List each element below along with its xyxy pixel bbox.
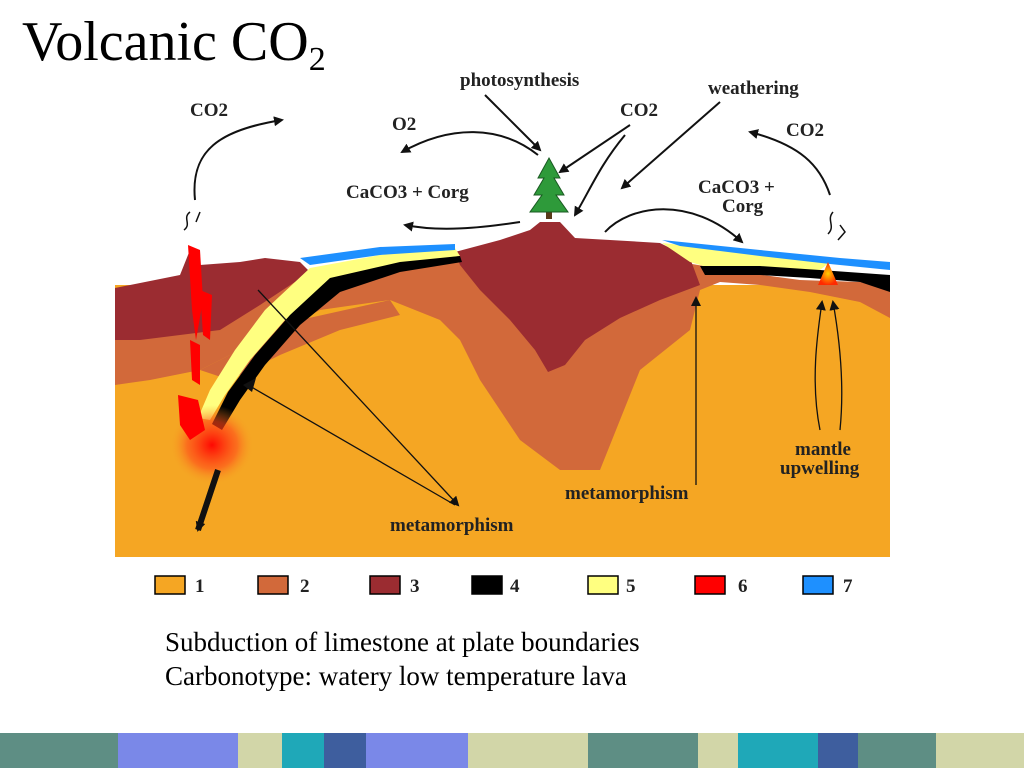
legend-swatch-7 xyxy=(802,575,834,595)
footer-color-bar xyxy=(0,733,1024,768)
footer-segment xyxy=(738,733,818,768)
legend-swatch-4 xyxy=(471,575,503,595)
title-subscript: 2 xyxy=(308,41,326,78)
layer-5-right xyxy=(662,243,830,270)
footer-segment xyxy=(858,733,936,768)
footer-segment xyxy=(282,733,324,768)
legend-swatch-5 xyxy=(587,575,619,595)
label-caco3-right-1: CaCO3 + xyxy=(698,177,775,198)
footer-segment xyxy=(366,733,468,768)
label-weathering: weathering xyxy=(708,78,799,99)
footer-segment xyxy=(818,733,858,768)
footer-segment xyxy=(936,733,1024,768)
footer-segment xyxy=(118,733,238,768)
legend: 1 2 3 4 5 6 7 xyxy=(154,575,853,597)
label-photosynthesis: photosynthesis xyxy=(460,70,579,91)
layer-4-right xyxy=(700,266,890,292)
label-mantle: mantle xyxy=(795,439,851,460)
layer-3-center xyxy=(455,222,700,372)
slide-title: Volcanic CO2 xyxy=(22,14,326,77)
legend-label-4: 4 xyxy=(510,576,520,597)
label-o2: O2 xyxy=(392,114,416,135)
caption-line: Subduction of limestone at plate boundar… xyxy=(165,627,640,657)
legend-swatch-6 xyxy=(694,575,726,595)
footer-segment xyxy=(468,733,588,768)
legend-swatch-3 xyxy=(369,575,401,595)
footer-segment xyxy=(324,733,366,768)
legend-label-1: 1 xyxy=(195,576,205,597)
label-co2-right: CO2 xyxy=(786,120,824,141)
label-metamorphism-center: metamorphism xyxy=(565,483,689,504)
label-upwelling: upwelling xyxy=(780,458,860,479)
title-main: Volcanic CO xyxy=(22,11,309,73)
layer-6-magma xyxy=(188,245,203,340)
caption-line: Carbonotype: watery low temperature lava xyxy=(165,661,627,691)
slide-caption: Subduction of limestone at plate boundar… xyxy=(165,625,640,693)
footer-segment xyxy=(238,733,282,768)
legend-label-3: 3 xyxy=(410,576,420,597)
label-co2-mid: CO2 xyxy=(620,100,658,121)
layer-7-ocean-right xyxy=(662,240,890,270)
footer-segment xyxy=(0,733,118,768)
tree-icon xyxy=(529,156,569,219)
legend-label-5: 5 xyxy=(626,576,636,597)
footer-segment xyxy=(588,733,698,768)
label-caco3-left: CaCO3 + Corg xyxy=(346,182,469,203)
legend-label-2: 2 xyxy=(300,576,310,597)
layer-7-ocean-left xyxy=(300,244,455,265)
label-metamorphism-bottom: metamorphism xyxy=(390,515,514,536)
legend-label-6: 6 xyxy=(738,576,748,597)
footer-segment xyxy=(698,733,738,768)
legend-swatch-1 xyxy=(154,575,186,595)
layer-4-slab xyxy=(212,256,462,430)
legend-label-7: 7 xyxy=(843,576,853,597)
legend-swatch-2 xyxy=(257,575,289,595)
label-co2-left: CO2 xyxy=(190,100,228,121)
layer-3-left xyxy=(115,250,310,340)
layer-6-hotspot xyxy=(818,262,838,285)
label-caco3-right-2: Corg xyxy=(722,196,764,217)
